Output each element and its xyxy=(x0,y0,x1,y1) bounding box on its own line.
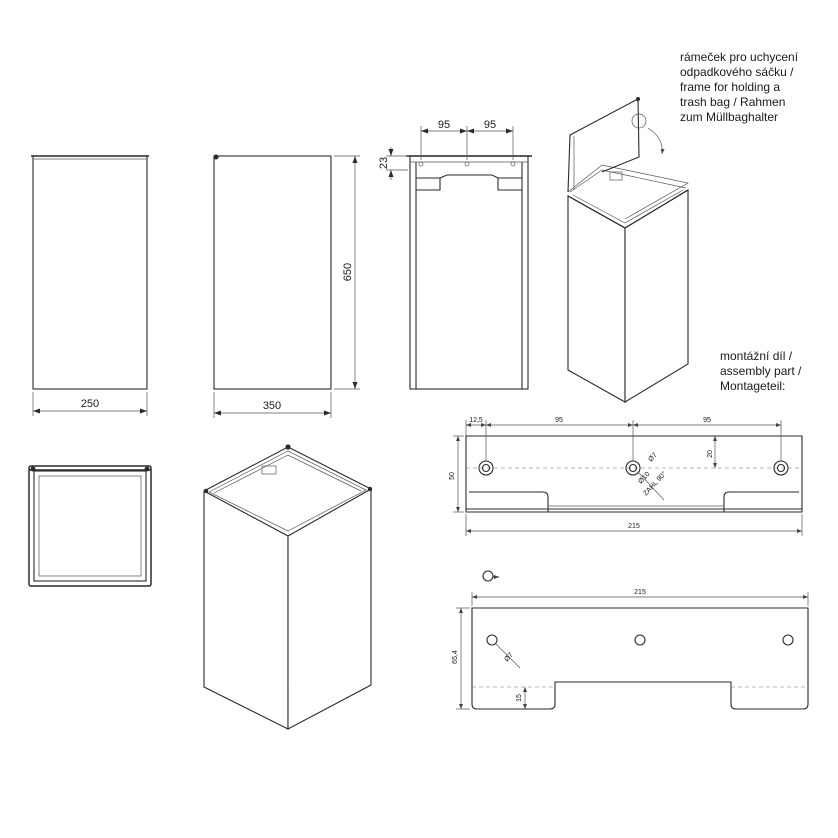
front-view: 250 xyxy=(31,155,149,416)
frame-spacing-left: 95 xyxy=(438,119,450,131)
small-hole-label: Ø7 xyxy=(647,452,659,464)
frame-note: rámeček pro uchycení odpadkového sáčku /… xyxy=(680,50,798,125)
frame-note-line: frame for holding a xyxy=(680,80,781,94)
frame-note-line: odpadkového sáčku / xyxy=(680,65,794,79)
frame-height-label: 23 xyxy=(378,157,390,169)
bottom-overall-width-label: 215 xyxy=(634,589,646,596)
hole-offset-label: 20 xyxy=(707,450,714,458)
assembly-part-bottom: 215 65,4 15 Ø7 xyxy=(452,570,809,710)
assembly-note-line: assembly part / xyxy=(720,364,802,378)
side-width-label: 350 xyxy=(263,400,281,412)
top-view xyxy=(28,465,152,587)
bottom-hole-label: Ø7 xyxy=(503,652,515,664)
front-width-label: 250 xyxy=(81,398,99,410)
frame-note-line: zum Müllbaghalter xyxy=(680,110,779,124)
edge-offset-label: 12,5 xyxy=(469,417,483,424)
assembly-note-line: Montageteil: xyxy=(720,379,786,393)
countersink-label: Ø10 xyxy=(637,471,651,486)
top-spacing-left-label: 95 xyxy=(555,417,563,424)
frame-note-line: trash bag / Rahmen xyxy=(680,95,786,109)
slot-height-label: 15 xyxy=(516,694,523,702)
height-label: 650 xyxy=(342,263,354,281)
rotate-icon xyxy=(482,570,494,582)
assembly-note: montážní díl / assembly part / Montagete… xyxy=(720,349,801,394)
assembly-note-line: montážní díl / xyxy=(720,349,793,363)
iso-closed-view xyxy=(203,444,373,730)
bottom-height-label: 65,4 xyxy=(452,650,459,664)
assembly-part-top: 12,5 95 95 50 20 Ø7 Ø10 ZAHL 90° 215 xyxy=(449,417,803,536)
section-view: 95 95 23 xyxy=(378,119,532,390)
top-overall-width-label: 215 xyxy=(628,523,640,530)
side-view: 650 350 xyxy=(213,154,360,418)
frame-spacing-right: 95 xyxy=(484,119,496,131)
frame-note-line: rámeček pro uchycení xyxy=(680,50,799,64)
top-height-label: 50 xyxy=(449,472,456,480)
top-spacing-right-label: 95 xyxy=(703,417,711,424)
open-frame-view xyxy=(567,97,689,403)
